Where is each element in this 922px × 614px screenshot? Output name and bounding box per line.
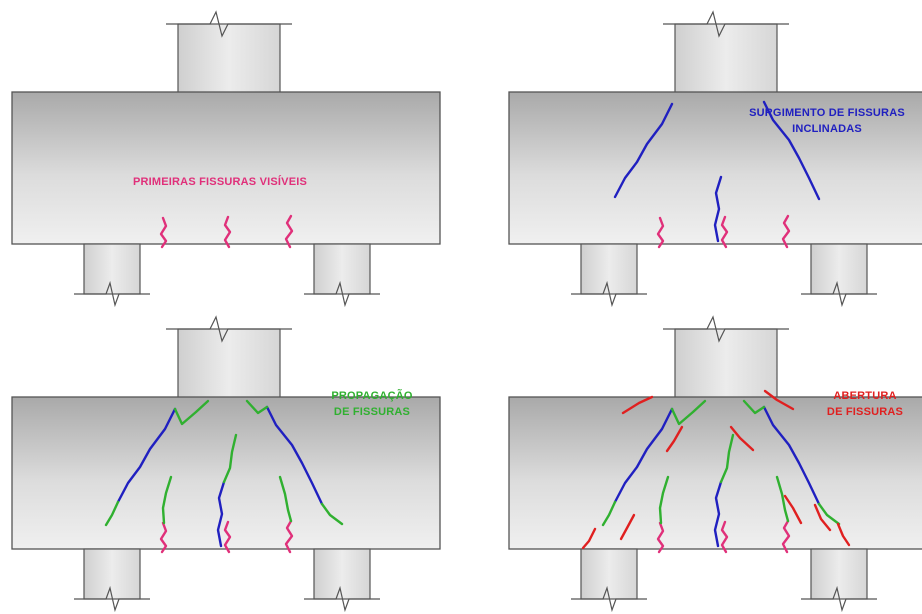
propagation-crack	[173, 399, 210, 426]
left-support	[74, 243, 150, 308]
panel-first-cracks: PRIMEIRAS FISSURAS VISÍVEIS	[11, 10, 441, 308]
inclined-crack	[762, 405, 821, 506]
stage-label-line: SURGIMENTO DE FISSURAS	[749, 107, 905, 119]
opening-crack	[665, 425, 684, 453]
propagation-crack	[817, 502, 841, 526]
stage-label-line: DE FISSURAS	[334, 406, 410, 418]
propagation-crack	[658, 475, 670, 525]
left-support	[571, 243, 647, 308]
stage-label-line: PRIMEIRAS FISSURAS VISÍVEIS	[133, 175, 307, 188]
stage-label-line: PROPAGAÇÃO	[331, 389, 412, 402]
inclined-crack	[713, 175, 723, 243]
flexural-crack	[656, 521, 665, 554]
flexural-crack	[223, 520, 232, 554]
flexural-crack	[284, 214, 294, 249]
inclined-crack	[613, 407, 674, 504]
flexural-crack	[159, 521, 168, 554]
right-support	[801, 548, 877, 613]
left-support	[571, 548, 647, 613]
upper-column	[663, 10, 789, 95]
opening-crack	[619, 513, 636, 541]
panel-crack-propagation: PROPAGAÇÃO DE FISSURAS	[11, 315, 441, 613]
upper-column	[166, 10, 292, 95]
flexural-crack	[223, 215, 232, 249]
opening-crack	[836, 522, 851, 547]
panel-crack-opening: ABERTURA DE FISSURAS	[508, 315, 922, 613]
flexural-cracks	[656, 214, 791, 249]
propagation-crack	[245, 399, 269, 415]
opening-crack	[581, 527, 597, 550]
right-support	[304, 548, 380, 613]
inclined-cracks	[116, 405, 324, 548]
propagation-crack	[742, 399, 766, 415]
flexural-crack	[720, 520, 729, 554]
propagation-crack	[161, 475, 173, 525]
propagation-crack	[775, 475, 790, 523]
opening-crack	[763, 389, 795, 411]
stage-label: PRIMEIRAS FISSURAS VISÍVEIS	[133, 175, 307, 188]
flexural-crack	[284, 519, 294, 554]
propagation-crack	[719, 433, 735, 484]
flexural-cracks	[159, 519, 294, 554]
stage-label-line: DE FISSURAS	[827, 406, 903, 418]
propagation-crack	[222, 433, 238, 484]
inclined-crack	[216, 480, 226, 548]
propagation-cracks	[601, 399, 841, 527]
stage-label: PROPAGAÇÃO DE FISSURAS	[331, 389, 412, 418]
propagation-crack	[320, 502, 344, 526]
propagation-crack	[278, 475, 293, 523]
propagation-crack	[670, 399, 707, 426]
left-support	[74, 548, 150, 613]
flexural-crack	[781, 519, 791, 554]
stage-label-line: INCLINADAS	[792, 123, 862, 135]
opening-crack	[729, 425, 755, 452]
inclined-crack	[713, 480, 723, 548]
opening-cracks	[581, 389, 851, 550]
upper-column	[166, 315, 292, 400]
right-support	[304, 243, 380, 308]
inclined-cracks	[613, 100, 821, 243]
stage-label-line: ABERTURA	[833, 390, 896, 402]
opening-crack	[813, 503, 832, 532]
flexural-cracks	[656, 519, 791, 554]
beam-body	[11, 91, 441, 245]
stage-label: SURGIMENTO DE FISSURAS INCLINADAS	[749, 107, 905, 135]
flexural-crack	[781, 214, 791, 249]
panel-inclined-cracks: SURGIMENTO DE FISSURAS INCLINADAS	[508, 10, 922, 308]
propagation-crack	[601, 500, 617, 527]
flexural-cracks	[159, 214, 294, 249]
beam-body	[11, 396, 441, 550]
propagation-crack	[104, 500, 120, 527]
inclined-crack	[762, 100, 821, 201]
inclined-crack	[116, 407, 177, 504]
stage-label: ABERTURA DE FISSURAS	[827, 390, 903, 418]
flexural-crack	[656, 216, 665, 249]
upper-column	[663, 315, 789, 400]
flexural-crack	[159, 216, 168, 249]
propagation-cracks	[104, 399, 344, 527]
opening-crack	[621, 395, 654, 415]
inclined-crack	[613, 102, 674, 199]
opening-crack	[783, 494, 803, 525]
inclined-crack	[265, 405, 324, 506]
flexural-crack	[720, 215, 729, 249]
inclined-cracks	[613, 405, 821, 548]
right-support	[801, 243, 877, 308]
